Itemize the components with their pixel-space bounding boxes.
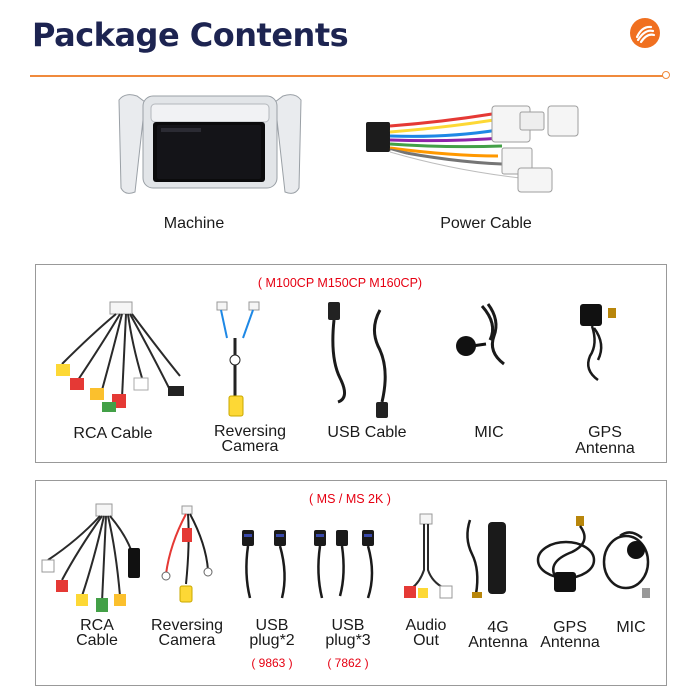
radio-head-unit-icon bbox=[118, 94, 302, 194]
page-title: Package Contents bbox=[32, 16, 349, 54]
usb-cable-icon bbox=[328, 302, 388, 418]
item-label-line1: GPS bbox=[588, 424, 622, 441]
item-label-power-cable: Power Cable bbox=[440, 215, 532, 232]
item-label-reversing-camera: Reversing Camera bbox=[200, 423, 300, 455]
item-label-usb-plug-3: USB plug*3 bbox=[308, 617, 388, 649]
panel-header-models: ( MS / MS 2K ) bbox=[309, 492, 391, 506]
brand-logo-icon bbox=[630, 18, 660, 48]
microphone-icon bbox=[456, 303, 505, 366]
item-label-line2: plug*3 bbox=[325, 632, 371, 649]
power-harness-icon bbox=[366, 105, 579, 193]
item-label-line1: GPS bbox=[553, 619, 587, 636]
item-label-gps-antenna: GPS Antenna bbox=[555, 425, 655, 457]
item-label-line1: Reversing bbox=[213, 423, 287, 440]
item-label-usb-plug-2: USB plug*2 bbox=[232, 617, 312, 649]
item-label-line2: Antenna bbox=[540, 634, 600, 651]
item-label-usb-cable: USB Cable bbox=[327, 424, 407, 441]
item-label-gps-antenna: GPS Antenna bbox=[530, 619, 610, 651]
item-label-line1: Audio bbox=[405, 617, 447, 634]
item-label-audio-out: Audio Out bbox=[392, 617, 460, 649]
part-number-note: ( 7862 ) bbox=[327, 656, 369, 670]
usb-plug-icon bbox=[242, 530, 286, 599]
item-label-line2: Out bbox=[413, 632, 439, 649]
item-label-line2: Camera bbox=[158, 632, 216, 649]
item-label-line1: USB bbox=[331, 617, 365, 634]
item-label-mic: MIC bbox=[474, 424, 504, 441]
part-number-note: ( 9863 ) bbox=[251, 656, 293, 670]
usb-plug-icon bbox=[314, 530, 374, 599]
item-label-4g-antenna: 4G Antenna bbox=[460, 619, 536, 651]
item-label-line2: Cable bbox=[76, 632, 118, 649]
item-label-rca-cable: RCA Cable bbox=[52, 617, 142, 649]
rca-cable-icon bbox=[56, 301, 184, 412]
item-label-line1: RCA bbox=[80, 617, 114, 634]
item-label-reversing-camera: Reversing Camera bbox=[142, 617, 232, 649]
item-label-line1: 4G bbox=[487, 619, 509, 636]
item-label-mic: MIC bbox=[616, 619, 646, 636]
item-label-line1: Reversing bbox=[150, 617, 224, 634]
audio-out-cable-icon bbox=[404, 513, 453, 599]
accessory-panel-ms bbox=[35, 480, 667, 686]
4g-antenna-icon bbox=[466, 519, 506, 598]
item-label-line2: plug*2 bbox=[249, 632, 295, 649]
item-label-line2: Antenna bbox=[468, 634, 528, 651]
title-divider bbox=[30, 75, 666, 77]
item-label-machine: Machine bbox=[163, 215, 225, 232]
item-label-line2: Camera bbox=[221, 438, 279, 455]
reversing-camera-cable-icon bbox=[216, 301, 260, 417]
panel-header-models: ( M100CP M150CP M160CP) bbox=[257, 276, 423, 290]
item-label-rca-cable: RCA Cable bbox=[73, 425, 153, 442]
rca-cable-icon bbox=[41, 503, 140, 612]
accessory-panel-m100cp bbox=[35, 264, 667, 463]
reversing-camera-cable-icon bbox=[161, 505, 213, 603]
item-label-line1: USB bbox=[255, 617, 289, 634]
microphone-icon bbox=[602, 531, 650, 598]
gps-antenna-icon bbox=[536, 516, 596, 592]
divider-end-dot bbox=[662, 71, 670, 79]
item-label-line2: Antenna bbox=[575, 440, 635, 457]
gps-antenna-icon bbox=[580, 304, 616, 382]
